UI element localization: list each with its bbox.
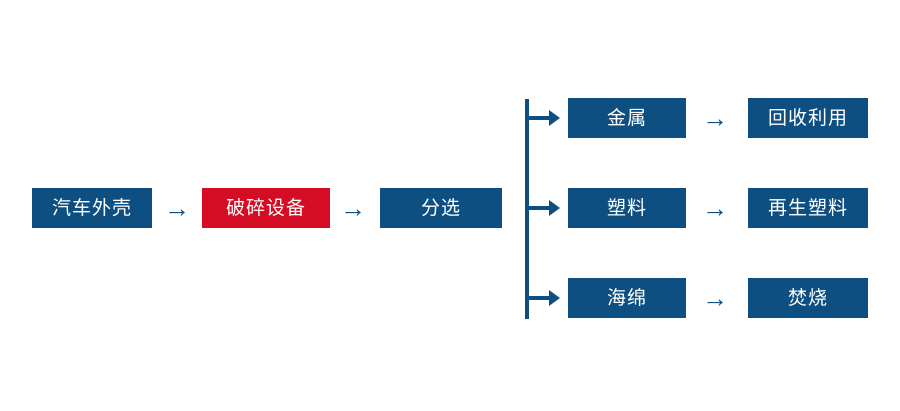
- node-plastic-outcome-label: 再生塑料: [767, 197, 848, 219]
- node-metal-outcome[interactable]: 回收利用: [748, 98, 868, 138]
- node-plastic-material-label: 塑料: [606, 197, 647, 219]
- arrow-glyph: →: [164, 193, 190, 223]
- node-crushing-equipment[interactable]: 破碎设备: [202, 188, 330, 228]
- arrow-plastic-to-recycled-icon: →: [700, 188, 730, 228]
- node-sponge-outcome-label: 焚烧: [787, 287, 828, 309]
- node-crushing-equipment-label: 破碎设备: [225, 197, 306, 219]
- arrow-metal-to-recycle-icon: →: [700, 98, 730, 138]
- arrow-glyph: →: [702, 103, 728, 133]
- arrow-car-shell-to-crushing-icon: →: [162, 188, 192, 228]
- branch-arrow-metal-icon: [527, 106, 561, 130]
- arrow-sponge-to-incineration-icon: →: [700, 278, 730, 318]
- branch-arrow-sponge-icon: [527, 286, 561, 310]
- node-car-shell-label: 汽车外壳: [51, 197, 132, 219]
- node-sponge-material-label: 海绵: [606, 287, 647, 309]
- node-sponge-outcome[interactable]: 焚烧: [748, 278, 868, 318]
- arrow-glyph: →: [702, 193, 728, 223]
- node-plastic-material[interactable]: 塑料: [568, 188, 686, 228]
- node-sorting-label: 分选: [420, 197, 461, 219]
- node-car-shell[interactable]: 汽车外壳: [32, 188, 152, 228]
- node-sorting[interactable]: 分选: [380, 188, 502, 228]
- branch-arrow-plastic-icon: [527, 196, 561, 220]
- node-metal-material[interactable]: 金属: [568, 98, 686, 138]
- arrow-crushing-to-sorting-icon: →: [338, 188, 368, 228]
- node-plastic-outcome[interactable]: 再生塑料: [748, 188, 868, 228]
- node-sponge-material[interactable]: 海绵: [568, 278, 686, 318]
- arrow-glyph: →: [340, 193, 366, 223]
- arrow-glyph: →: [702, 283, 728, 313]
- node-metal-material-label: 金属: [606, 107, 647, 129]
- node-metal-outcome-label: 回收利用: [767, 107, 848, 129]
